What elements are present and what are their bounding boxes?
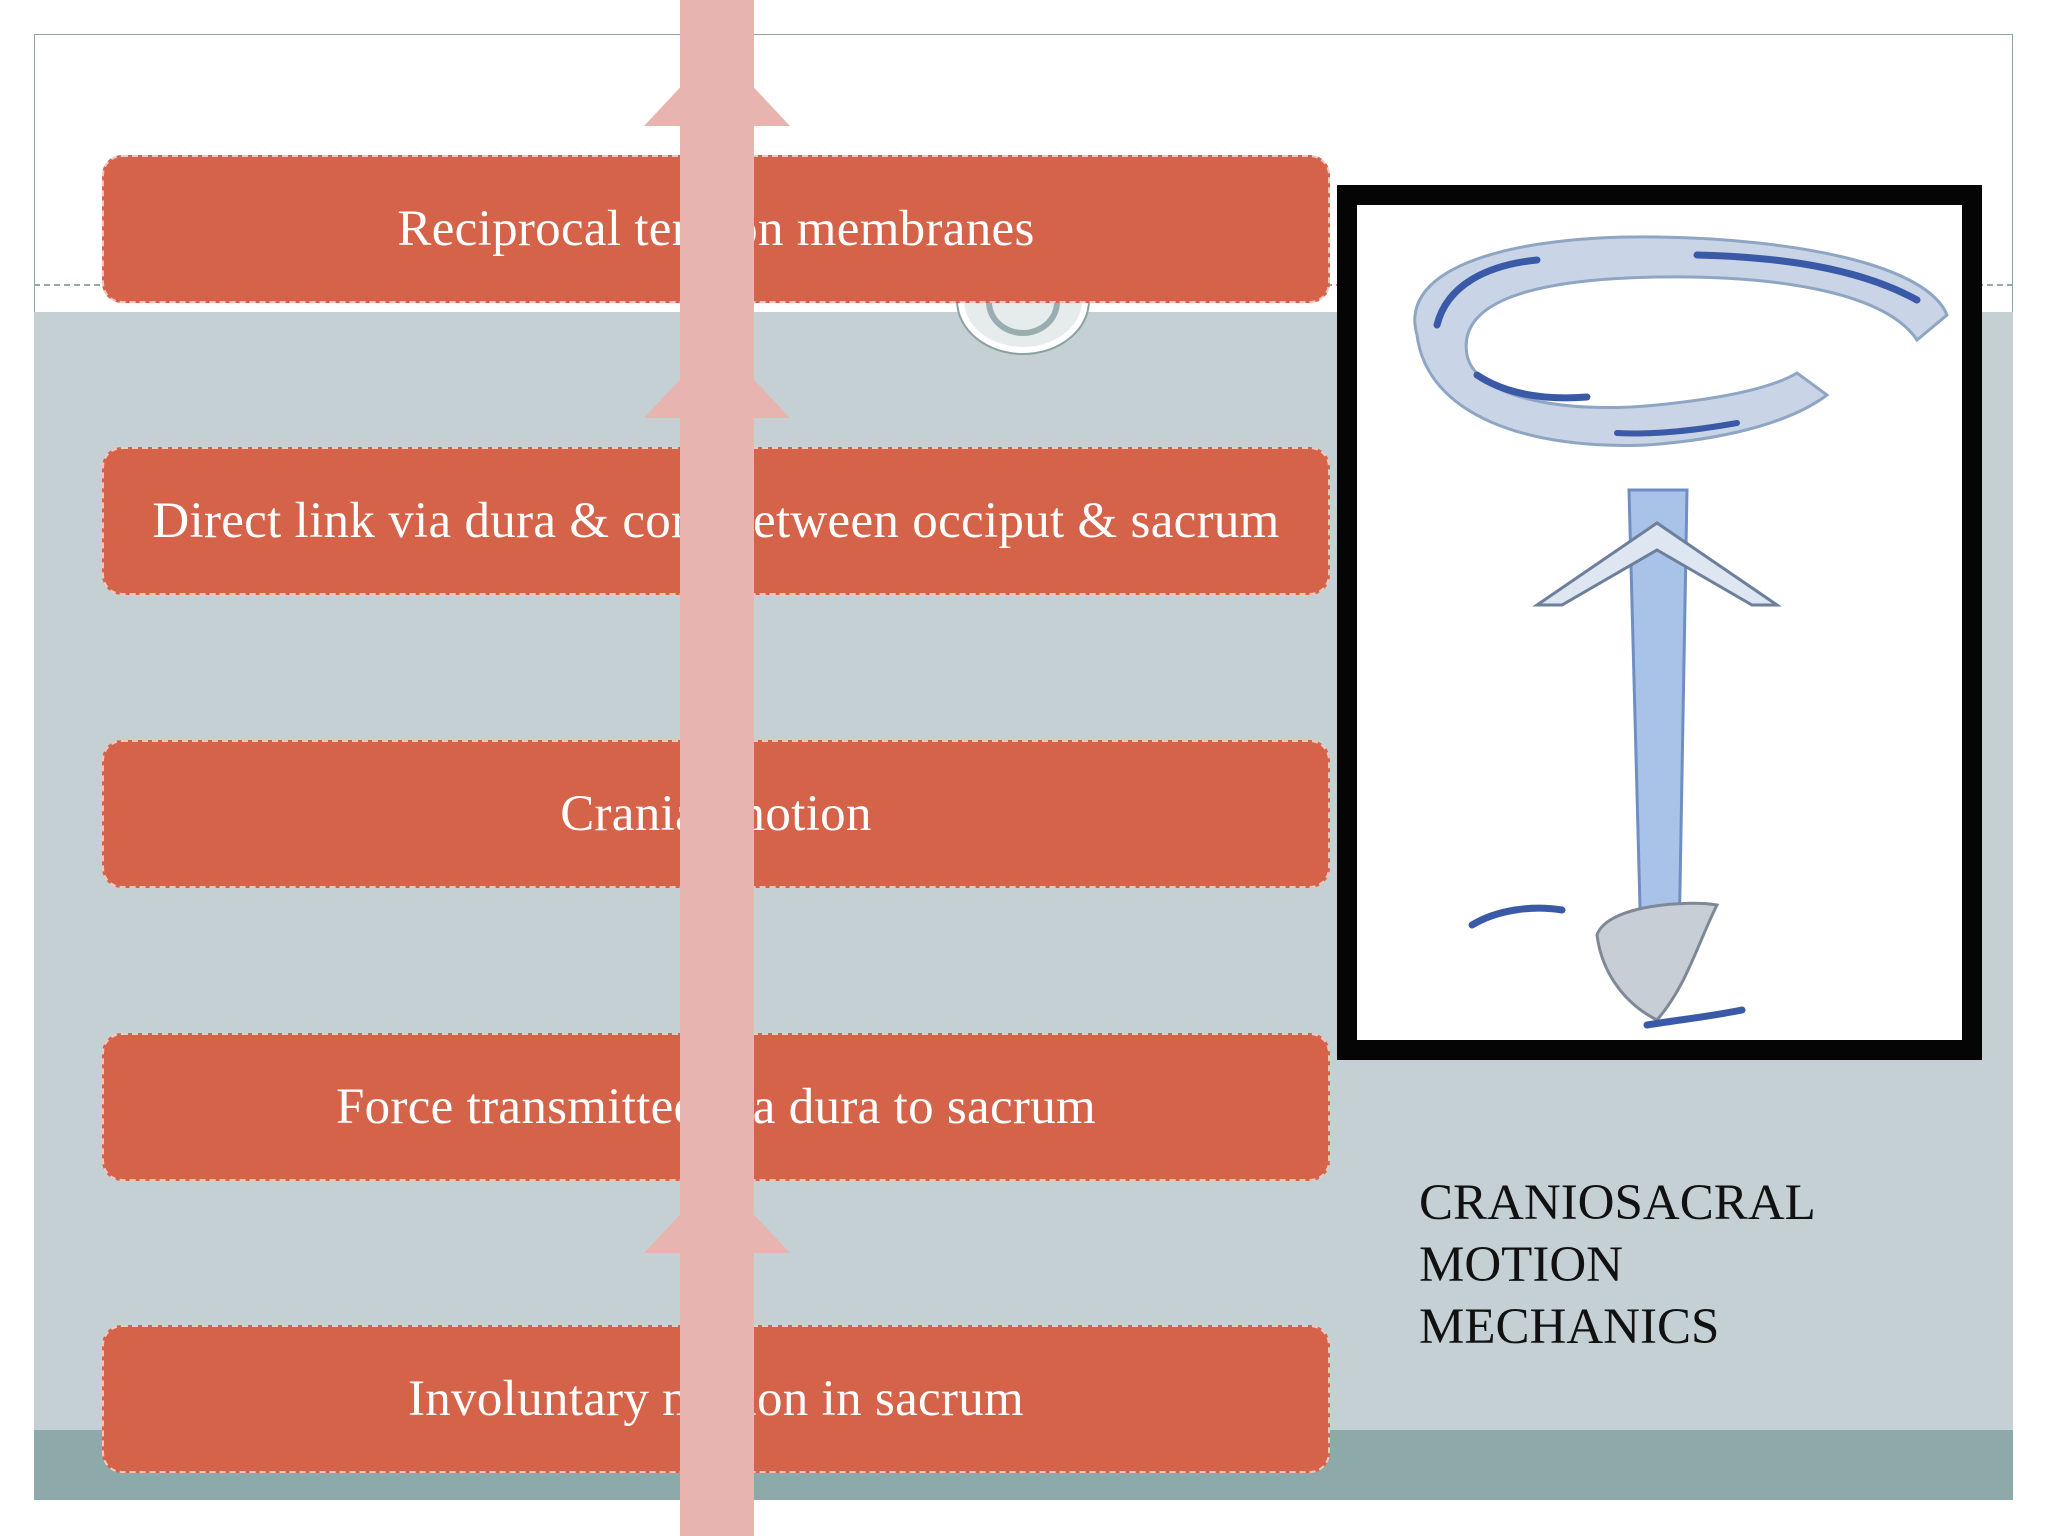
caption-line: MOTION — [1419, 1237, 1623, 1293]
step-involuntary-motion: Involuntary motion in sacrum — [102, 1325, 1330, 1473]
sacrum-flow — [1643, 1006, 1746, 1029]
step-label: Reciprocal tension membranes — [397, 201, 1035, 257]
step-direct-link: Direct link via dura & cord between occi… — [102, 447, 1330, 595]
step-label: Force transmitted via dura to sacrum — [336, 1079, 1096, 1135]
swirl-flow — [1614, 420, 1740, 437]
swirl-flow — [1693, 251, 1921, 304]
craniosacral-motion-icon — [1413, 235, 1949, 1029]
slide-caption: CRANIOSACRAL MOTION MECHANICS — [1419, 1172, 1979, 1358]
step-cranial-motion: Cranial motion — [102, 740, 1330, 888]
caption-line: CRANIOSACRAL — [1419, 1175, 1816, 1231]
swirl-flow — [1433, 256, 1541, 329]
caption-line: MECHANICS — [1419, 1299, 1720, 1355]
step-label: Involuntary motion in sacrum — [407, 1371, 1025, 1427]
step-label: Direct link via dura & cord between occi… — [152, 493, 1280, 549]
sacrum-flow — [1468, 904, 1566, 929]
step-reciprocal-tension: Reciprocal tension membranes — [102, 155, 1330, 303]
figure-panel — [1357, 205, 1962, 1040]
swirl-ring — [1413, 235, 1949, 447]
swirl-flow — [1473, 371, 1591, 402]
step-force-transmitted: Force transmitted via dura to sacrum — [102, 1033, 1330, 1181]
sacrum-swirl — [1595, 901, 1720, 1022]
spine-arrow-head — [1532, 521, 1782, 607]
step-label: Cranial motion — [560, 786, 872, 842]
